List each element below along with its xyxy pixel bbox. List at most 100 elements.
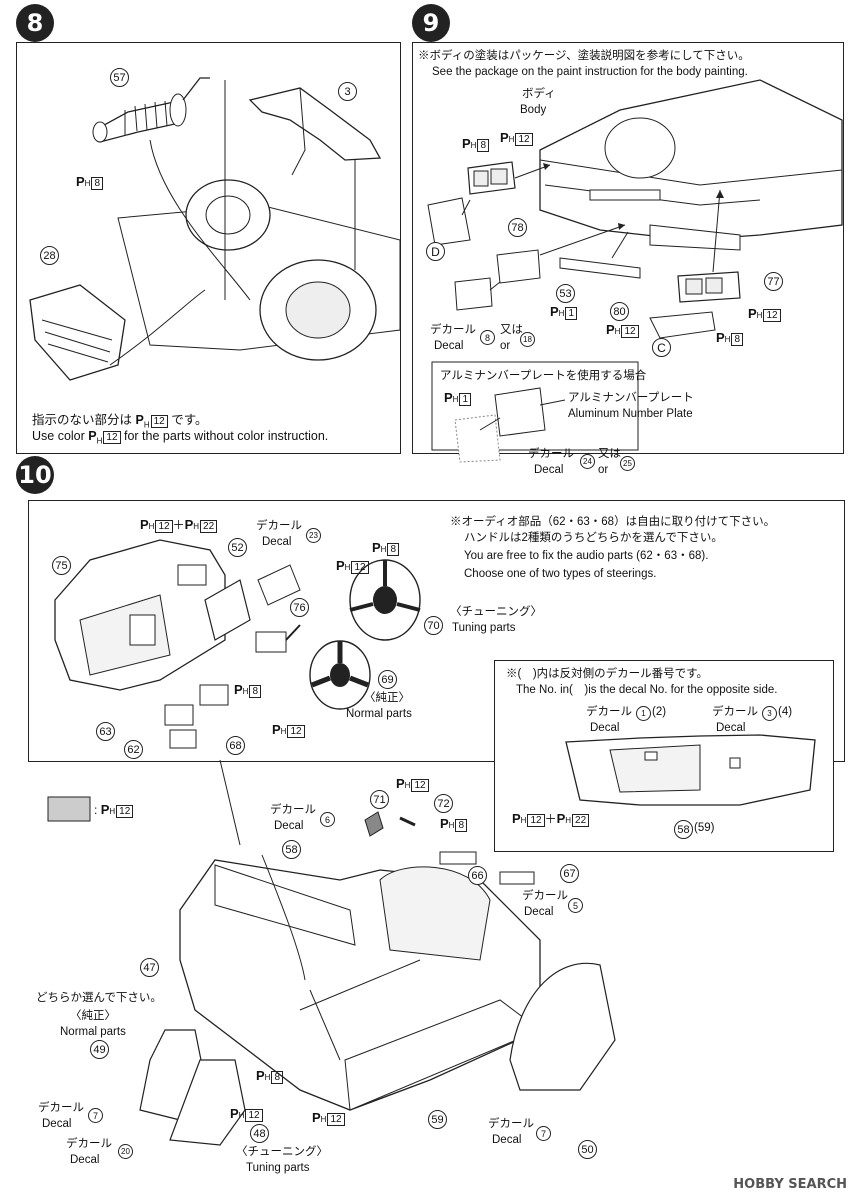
body-label-en: Body [520, 104, 547, 116]
part-number-52: 52 [228, 538, 247, 557]
part-number-80: 80 [610, 302, 629, 321]
part-number-76: 76 [290, 598, 309, 617]
seat-decal-5-en: Decal [524, 906, 554, 918]
step-9-decal-jp: デカール [430, 324, 476, 336]
seat-decal-5-jp: デカール [522, 890, 568, 902]
decal-number-7: 7 [88, 1108, 103, 1123]
muffler-part [92, 77, 210, 143]
interior-decal-jp: デカール [270, 804, 316, 816]
audio-note-en-1: You are free to fix the audio parts (62・… [464, 550, 709, 562]
step-10-decal-en: Decal [262, 536, 292, 548]
part-number-47: 47 [140, 958, 159, 977]
part-number-77: 77 [764, 272, 783, 291]
seat-tuning-jp: 〈チューニング〉 [236, 1146, 328, 1158]
part-number-75: 75 [52, 556, 71, 575]
part-number-49: 49 [90, 1040, 109, 1059]
step-9-note-en: See the package on the paint instruction… [432, 66, 748, 78]
part-number-67: 67 [560, 864, 579, 883]
part-number-58-door: 58 [674, 820, 693, 839]
part-number-68: 68 [226, 736, 245, 755]
hobby-search-logo: HOBBY SEARCH [733, 1177, 847, 1192]
opposite-note-en: The No. in( )is the decal No. for the op… [516, 684, 778, 696]
decal-number-18: 18 [520, 332, 535, 347]
body-label-jp: ボディ [522, 88, 556, 100]
seat-normal-jp: 〈純正〉 [70, 1010, 116, 1022]
step-10-number: 10 [16, 456, 54, 494]
part-number-48: 48 [250, 1124, 269, 1143]
interior-tub [179, 859, 541, 1111]
step-9-or-jp: 又は [500, 324, 523, 336]
seat-decal-7-en: Decal [42, 1118, 72, 1130]
plate-decal-en: Decal [534, 464, 564, 476]
part-number-53: 53 [556, 284, 575, 303]
step-9-note-jp: ※ボディの塗装はパッケージ、塗装説明図を参考にして下さい。 [418, 50, 750, 62]
part-number-63: 63 [96, 722, 115, 741]
clear-lens-d-label: D [426, 242, 445, 261]
part-number-59-door: (59) [694, 822, 715, 834]
right-tail-light [677, 271, 741, 303]
audio-note-en-2: Choose one of two types of steerings. [464, 568, 657, 580]
seat-decal-20-en: Decal [70, 1154, 100, 1166]
seat-decal-7-jp: デカール [38, 1102, 84, 1114]
decal-number-8: 8 [480, 330, 495, 345]
fuel-tank-part [29, 284, 126, 381]
part-number-57: 57 [110, 68, 129, 87]
decal-number-5: 5 [568, 898, 583, 913]
step-9-decal-en: Decal [434, 340, 464, 352]
plate-label-jp: アルミナンバープレート [568, 392, 694, 404]
plate-title: アルミナンバープレートを使用する場合 [440, 370, 647, 382]
seat-tuning-en: Tuning parts [246, 1162, 310, 1174]
decal-number-25: 25 [620, 456, 635, 471]
normal-label-jp: 〈純正〉 [364, 692, 410, 704]
right-seat-decal-jp: デカール [488, 1118, 534, 1130]
decal-number-23: 23 [306, 528, 321, 543]
door-decal-1: 1 [636, 706, 651, 721]
dashboard-part [54, 539, 226, 691]
tuning-label-en: Tuning parts [452, 622, 516, 634]
decal-number-20: 20 [118, 1144, 133, 1159]
part-number-69: 69 [378, 670, 397, 689]
clear-lens-c-label: C [652, 338, 671, 357]
tuning-label-jp: 〈チューニング〉 [450, 606, 542, 618]
seat-decal-20-jp: デカール [66, 1138, 112, 1150]
audio-note-jp-1: ※オーディオ部品（62・63・68）は自由に取り付けて下さい。 [450, 516, 776, 528]
part-number-59: 59 [428, 1110, 447, 1129]
part-number-71: 71 [370, 790, 389, 809]
plate-or-en: or [598, 464, 609, 476]
door-decal-b-jp: デカール [712, 706, 758, 718]
decal-number-24: 24 [580, 454, 595, 469]
decal-number-7b: 7 [536, 1126, 551, 1141]
door-decal-b-en: Decal [716, 722, 746, 734]
door-decal-4: (4) [778, 706, 793, 718]
step-8-number: 8 [16, 4, 54, 42]
part-number-66: 66 [468, 866, 487, 885]
part-number-62: 62 [124, 740, 143, 759]
part-number-70: 70 [424, 616, 443, 635]
part-number-28: 28 [40, 246, 59, 265]
part-number-78: 78 [508, 218, 527, 237]
interior-decal-en: Decal [274, 820, 304, 832]
seat-normal-en: Normal parts [60, 1026, 126, 1038]
part-number-50: 50 [578, 1140, 597, 1159]
door-decal-a-jp: デカール [586, 706, 632, 718]
door-decal-a-en: Decal [590, 722, 620, 734]
